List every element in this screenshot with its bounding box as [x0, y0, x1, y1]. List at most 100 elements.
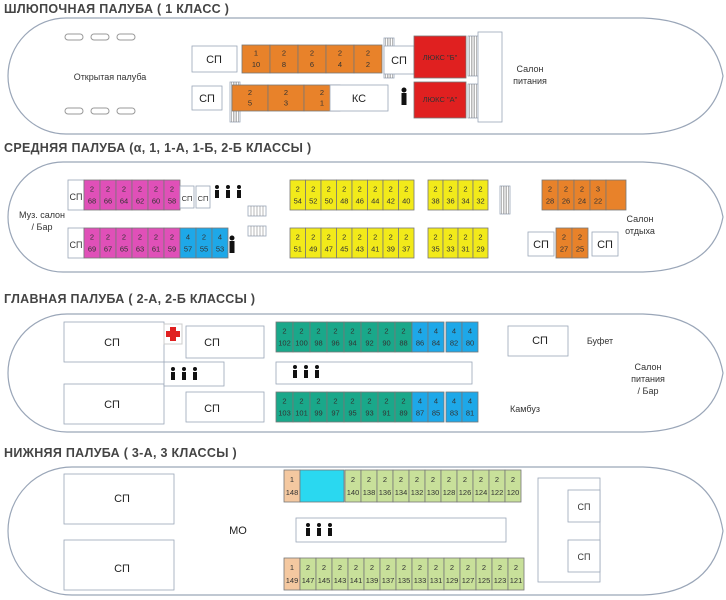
deck-chair-icon [90, 107, 110, 115]
main-cabin-number: 100 [295, 338, 308, 347]
low-cabin-number: 143 [334, 576, 347, 585]
mid-cabin-class: 2 [327, 184, 331, 193]
low-cabin-number: 138 [363, 488, 376, 497]
main-sp-label: СП [532, 335, 548, 347]
low-cabin-class: 2 [306, 563, 310, 572]
main-cabin-number: 88 [399, 338, 407, 347]
low-cabin-number: 133 [414, 576, 427, 585]
mid-cabin-number: 41 [371, 244, 379, 253]
low-cabin-number: 135 [398, 576, 411, 585]
mid-cabin-number: 45 [340, 244, 348, 253]
low-cabin-class: 2 [511, 475, 515, 484]
boat-sp-label: СП [199, 93, 215, 105]
boat-sp-bottom [191, 85, 223, 111]
music-salon-label-2: / Бар [32, 222, 53, 232]
mid-sp-label: СП [70, 240, 83, 250]
mid-cabin-class: 2 [327, 232, 331, 241]
low-wc-icon [328, 528, 332, 536]
mid-sp-label: СП [198, 194, 209, 203]
main-cabin-class: 4 [434, 396, 438, 405]
main-cabin-number: 91 [382, 408, 390, 417]
main-cabin-number: 85 [432, 408, 440, 417]
main-wc2-icon [304, 365, 308, 369]
main-wc2-icon [315, 370, 319, 378]
main-cabin-class: 2 [333, 326, 337, 335]
low-cabin-number: 148 [286, 488, 299, 497]
low-cabin-number: 128 [443, 488, 456, 497]
low-cabin-class: 2 [450, 563, 454, 572]
mid-cabin-class: 2 [478, 232, 482, 241]
boat-sp-top [191, 45, 238, 73]
mid-cabin-number: 65 [120, 244, 128, 253]
main-sp-label: СП [204, 337, 220, 349]
low-cabin-number: 149 [286, 576, 299, 585]
mid-cabin-number: 48 [340, 196, 348, 205]
main-sp [185, 391, 265, 423]
mid-sp [195, 185, 211, 209]
main-cabin-number: 94 [348, 338, 356, 347]
low-cabin-class: 1 [290, 475, 294, 484]
buffet-label: Буфет [587, 336, 613, 346]
boat-cabin-class: 1 [254, 49, 258, 58]
mid-cabin-number: 67 [104, 244, 112, 253]
wc-icon [215, 190, 219, 198]
mid-cabin-number: 22 [594, 196, 602, 205]
mid-cabin-class: 2 [342, 184, 346, 193]
boat-sp-label: СП [206, 54, 222, 66]
mid-cabin-40 [398, 179, 415, 211]
boat-cabin-8 [269, 44, 299, 74]
mid-cabin-number: 46 [356, 196, 364, 205]
mid-cabin-number: 44 [371, 196, 379, 205]
lux-b-label: ЛЮКС "Б" [423, 53, 458, 62]
mid-cabin-class: 2 [90, 232, 94, 241]
lux-a-cabin [413, 81, 467, 119]
main-salon-label-2: питания [631, 374, 665, 384]
low-cabin-class: 2 [386, 563, 390, 572]
mid-sp-label: СП [597, 239, 613, 251]
main-wc2-icon [293, 365, 297, 369]
person-icon [401, 87, 407, 93]
boat-cabin-6 [297, 44, 327, 74]
low-sp [567, 489, 601, 523]
mid-cabin-class: 2 [296, 232, 300, 241]
low-cabin-class: 2 [322, 563, 326, 572]
boat-cabin-4 [325, 44, 355, 74]
main-cabin-number: 82 [450, 338, 458, 347]
mid-cabin-number: 51 [294, 244, 302, 253]
mid-cabin-number: 62 [136, 196, 144, 205]
low-cabin-number: 127 [462, 576, 475, 585]
low-cabin-class: 2 [351, 475, 355, 484]
mid-cabin-number: 49 [309, 244, 317, 253]
mid-cabin-class: 2 [122, 184, 126, 193]
main-cabin-class: 2 [316, 396, 320, 405]
main-cabin-number: 98 [314, 338, 322, 347]
mid-sp [179, 185, 195, 209]
mid-cabin-class: 4 [186, 232, 190, 241]
low-cabin-class: 2 [415, 475, 419, 484]
main-cabin-class: 2 [350, 396, 354, 405]
galley-label: Камбуз [510, 404, 540, 414]
main-cabin-85 [427, 391, 445, 423]
main-cabin-class: 2 [367, 396, 371, 405]
main-cabin-number: 81 [466, 408, 474, 417]
main-salon-label-3: / Бар [638, 386, 659, 396]
main-cabin-number: 99 [314, 408, 322, 417]
main-wc-icon [171, 367, 175, 371]
mid-cabin-number: 26 [562, 196, 570, 205]
deck-chair-icon [64, 33, 84, 41]
low-cabin-number: 134 [395, 488, 408, 497]
low-cabin-number: 141 [350, 576, 363, 585]
main-sp-label: СП [104, 399, 120, 411]
mid-cabin-class: 2 [106, 232, 110, 241]
mid-cabin-29 [472, 227, 489, 259]
mid-cabin-number: 37 [402, 244, 410, 253]
deck-chair-icon [116, 33, 136, 41]
main-cabin-number: 102 [278, 338, 291, 347]
main-cabin-class: 2 [299, 396, 303, 405]
mid-cabin-class: 2 [202, 232, 206, 241]
mid-cabin-class: 2 [342, 232, 346, 241]
boat-cabin-number: 8 [282, 60, 286, 69]
mid-cabin-class: 2 [448, 232, 452, 241]
main-sp-label: СП [204, 403, 220, 415]
main-corridor [275, 361, 473, 385]
